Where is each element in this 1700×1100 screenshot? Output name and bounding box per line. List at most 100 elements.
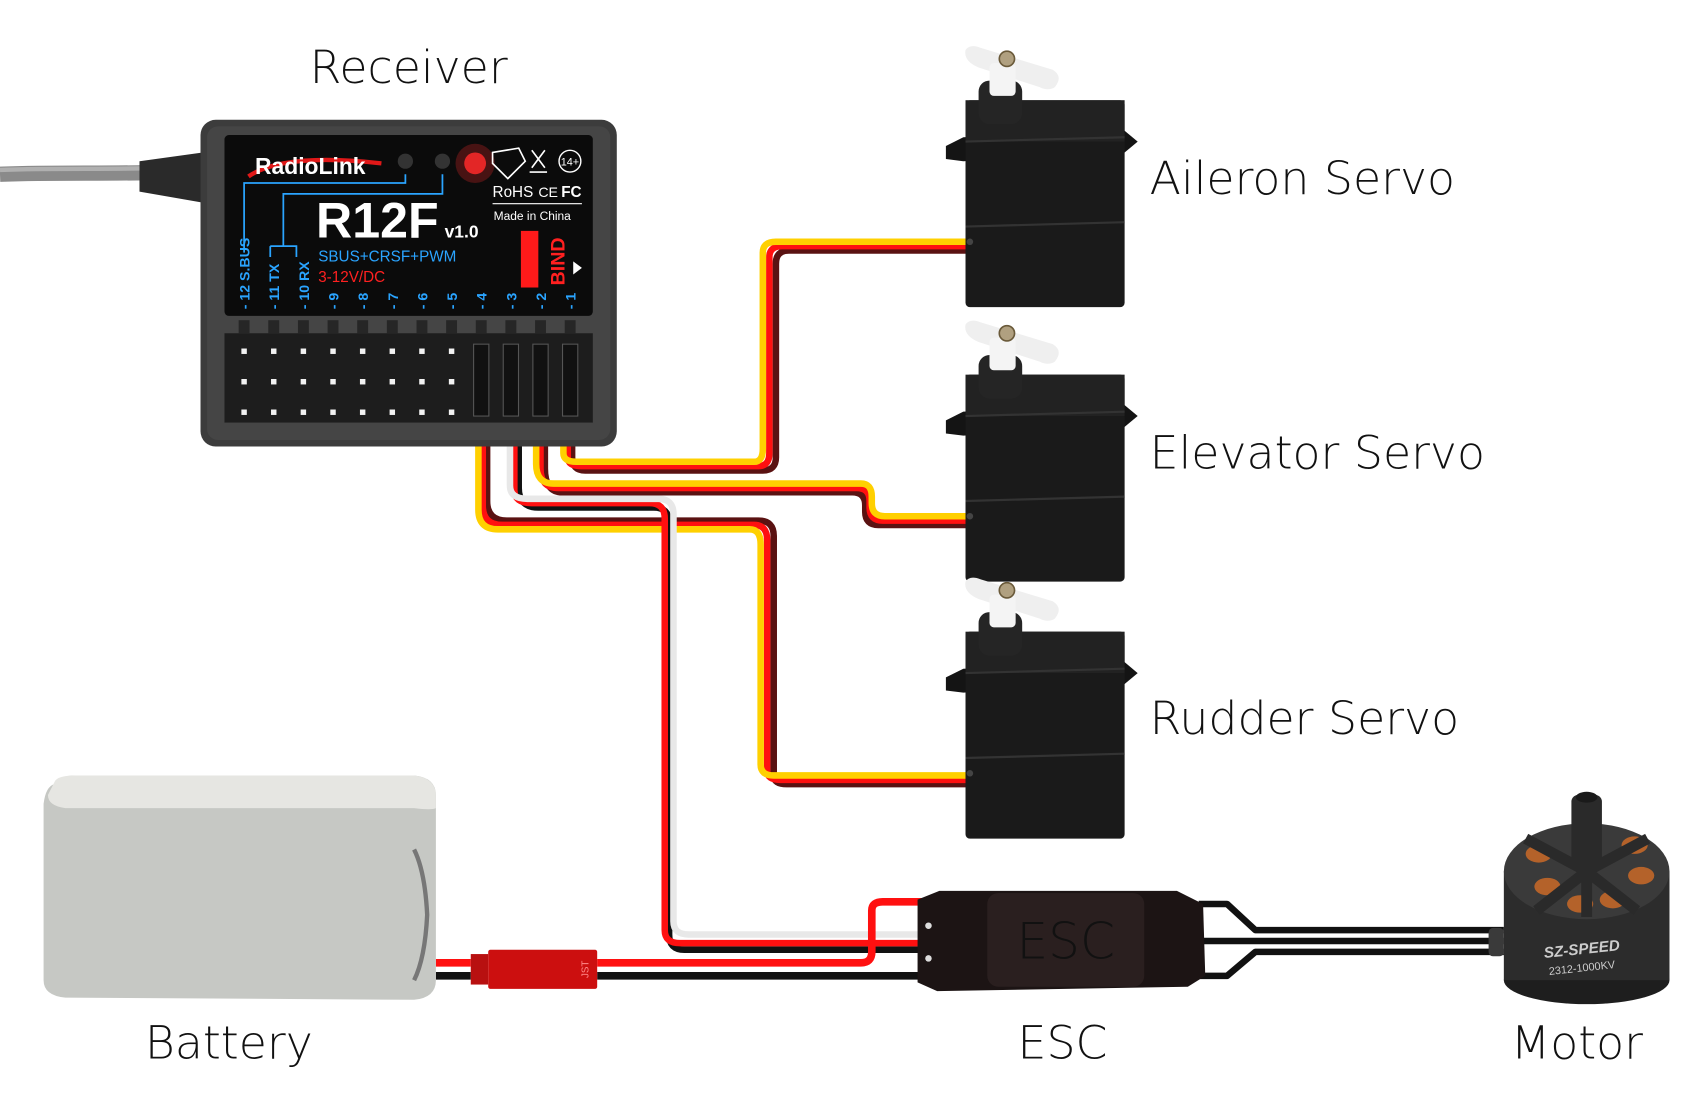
header-pin xyxy=(271,379,277,385)
motor-label: Motor xyxy=(1511,1017,1643,1070)
weee-bin-icon xyxy=(529,149,548,173)
esc: ESC xyxy=(917,890,1206,992)
wire-ch3-esc xyxy=(506,351,930,953)
channel-label: - 11 TX xyxy=(267,263,283,309)
header-notch xyxy=(564,320,576,334)
led-2 xyxy=(434,153,451,169)
wire-ch1-aileron xyxy=(560,238,974,474)
header-pin xyxy=(271,348,277,354)
wire-esc-motor xyxy=(1198,900,1504,980)
status-led xyxy=(464,152,487,175)
bind-pins-marker xyxy=(520,230,539,288)
motor-shaft xyxy=(1571,795,1602,872)
receiver-version: v1.0 xyxy=(445,221,479,241)
channel-label: - 7 xyxy=(386,293,402,310)
header-pin xyxy=(419,409,425,415)
receiver-protocols: SBUS+CRSF+PWM xyxy=(318,248,456,265)
elevator-servo-label: Elevator Servo xyxy=(1150,426,1485,479)
header-notch xyxy=(416,320,428,334)
header-notch xyxy=(475,320,487,334)
servo-plug xyxy=(532,343,549,417)
led-1 xyxy=(397,153,414,169)
waterproof-icon xyxy=(491,147,527,180)
header-pin xyxy=(359,348,366,354)
header-pin xyxy=(389,348,396,354)
header-pin xyxy=(271,409,277,415)
header-notch xyxy=(327,320,339,334)
header-notch xyxy=(297,320,309,334)
jst-text: JST xyxy=(580,961,591,978)
bind-arrow-icon xyxy=(573,261,582,275)
channel-label: - 2 xyxy=(534,293,550,310)
header-pin xyxy=(359,409,366,415)
pin-header xyxy=(224,333,593,423)
header-notch xyxy=(238,320,250,334)
channel-label: - 10 RX xyxy=(297,261,313,310)
channel-label: - 5 xyxy=(445,293,461,310)
aileron-servo-label: Aileron Servo xyxy=(1150,152,1455,205)
receiver: RadioLink R12F v1.0 SBUS+CRSF+PWM 3-12V/… xyxy=(200,119,617,447)
elevator-servo xyxy=(945,320,1138,582)
channel-label: - 1 xyxy=(564,293,580,310)
esc-label: ESC xyxy=(1018,1017,1108,1070)
header-pin xyxy=(389,409,396,415)
ce-mark: CE xyxy=(538,185,558,201)
receiver-label-panel xyxy=(224,135,593,316)
pin-grid xyxy=(238,320,579,417)
header-notch xyxy=(386,320,398,334)
header-pin xyxy=(330,348,336,354)
header-pin xyxy=(300,379,307,385)
made-in-label: Made in China xyxy=(494,209,572,223)
age-text: 14+ xyxy=(561,157,579,169)
rudder-servo xyxy=(945,577,1138,839)
age-badge xyxy=(558,149,582,173)
header-pin xyxy=(448,409,455,415)
receiver-voltage: 3-12V/DC xyxy=(318,269,385,286)
header-notch xyxy=(535,320,546,334)
rohs-mark: RoHS xyxy=(493,184,534,201)
header-pin xyxy=(448,379,455,385)
servo-plug xyxy=(561,343,579,417)
header-notch xyxy=(505,320,517,334)
header-pin xyxy=(359,379,366,385)
header-notch xyxy=(446,320,458,334)
jst-plug-male xyxy=(470,954,489,985)
servo-plug xyxy=(473,343,490,417)
channel-label: - 9 xyxy=(326,293,342,310)
servo-plug xyxy=(502,343,520,417)
wire-ch4-rudder xyxy=(475,351,974,788)
header-pin xyxy=(241,409,247,415)
bind-label: BIND xyxy=(547,237,569,285)
receiver-brand: RadioLink xyxy=(255,153,366,179)
header-pin xyxy=(389,379,396,385)
header-pin xyxy=(300,348,307,354)
channel-label: - 3 xyxy=(504,293,520,310)
header-notch xyxy=(357,320,369,334)
aileron-servo xyxy=(945,46,1138,308)
rudder-servo-label: Rudder Servo xyxy=(1150,692,1459,745)
jst-connector xyxy=(488,949,598,989)
header-pin xyxy=(300,409,307,415)
header-pin xyxy=(330,409,336,415)
wire-battery-esc xyxy=(435,897,927,980)
channel-label: - 8 xyxy=(356,293,372,310)
header-pin xyxy=(419,379,425,385)
motor: SZ-SPEED 2312-1000KV xyxy=(1488,791,1670,1005)
channel-labels: - 12 S.BUS- 11 TX- 10 RX- 9- 8- 7- 6- 5-… xyxy=(238,238,580,310)
wire-ch2-elevator xyxy=(532,351,974,529)
fc-mark: FC xyxy=(561,184,581,201)
channel-label: - 12 S.BUS xyxy=(238,238,254,310)
header-pin xyxy=(448,348,455,354)
header-pin xyxy=(330,379,336,385)
receiver-label: Receiver xyxy=(310,41,508,94)
battery: JST xyxy=(43,775,598,1000)
esc-body-text: ESC xyxy=(1017,911,1115,970)
header-pin xyxy=(419,348,425,354)
header-pin xyxy=(241,348,247,354)
battery-label: Battery xyxy=(145,1017,313,1070)
channel-label: - 6 xyxy=(415,293,431,310)
channel-label: - 4 xyxy=(475,293,491,310)
antenna-cable xyxy=(0,152,203,203)
receiver-model: R12F xyxy=(316,192,439,248)
